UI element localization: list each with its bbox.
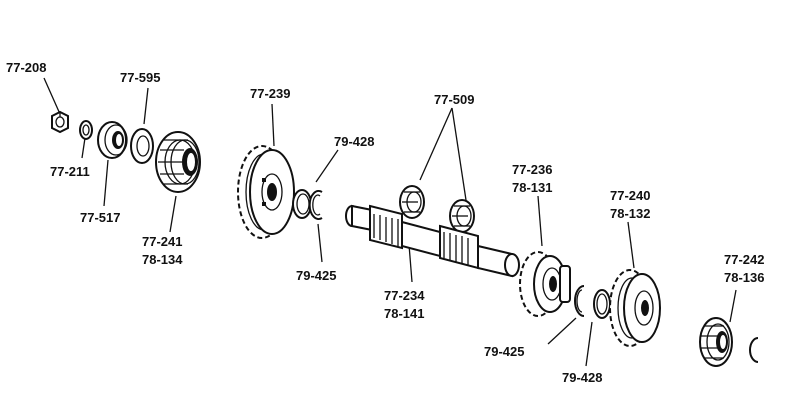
main-shaft-icon xyxy=(345,204,520,278)
label-77-239: 77-239 xyxy=(250,86,290,101)
label-78-134: 78-134 xyxy=(142,252,183,267)
hex-nut-icon xyxy=(51,110,69,134)
snap-ring-79-428-right-icon xyxy=(593,289,611,319)
label-79-425-right: 79-425 xyxy=(484,344,524,359)
label-79-425-left: 79-425 xyxy=(296,268,336,283)
label-77-242: 77-242 xyxy=(724,252,764,267)
label-77-208: 77-208 xyxy=(6,60,46,75)
thrust-washer-icon xyxy=(130,128,154,164)
gear-77-236-icon xyxy=(519,251,571,317)
part-labels: 77-208 77-211 77-517 77-595 77-241 78-13… xyxy=(6,60,764,385)
bearing-icon xyxy=(97,121,128,159)
label-77-240: 77-240 xyxy=(610,188,650,203)
gear-77-241-icon xyxy=(155,131,201,193)
label-77-595: 77-595 xyxy=(120,70,160,85)
label-77-509: 77-509 xyxy=(434,92,474,107)
needle-bearing-icon xyxy=(399,185,425,219)
label-78-131: 78-131 xyxy=(512,180,552,195)
snap-ring-end-icon xyxy=(749,337,759,363)
washer-icon xyxy=(79,120,93,140)
label-79-428-right: 79-428 xyxy=(562,370,602,385)
retaining-ring-79-425-left-icon xyxy=(308,190,323,220)
label-77-517: 77-517 xyxy=(80,210,120,225)
label-77-234: 77-234 xyxy=(384,288,425,303)
label-77-236: 77-236 xyxy=(512,162,552,177)
gear-77-239-icon xyxy=(237,145,295,239)
label-77-241: 77-241 xyxy=(142,234,182,249)
label-79-428-left: 79-428 xyxy=(334,134,374,149)
gear-77-242-icon xyxy=(699,317,733,367)
label-78-136: 78-136 xyxy=(724,270,764,285)
snap-ring-79-428-left-icon xyxy=(292,189,312,219)
label-78-132: 78-132 xyxy=(610,206,650,221)
gear-77-240-icon xyxy=(609,269,661,347)
retaining-ring-79-425-right-icon xyxy=(574,285,585,317)
leader-lines xyxy=(43,77,737,367)
needle-bearing-icon xyxy=(449,199,475,233)
label-77-211: 77-211 xyxy=(50,164,90,179)
label-78-141: 78-141 xyxy=(384,306,424,321)
